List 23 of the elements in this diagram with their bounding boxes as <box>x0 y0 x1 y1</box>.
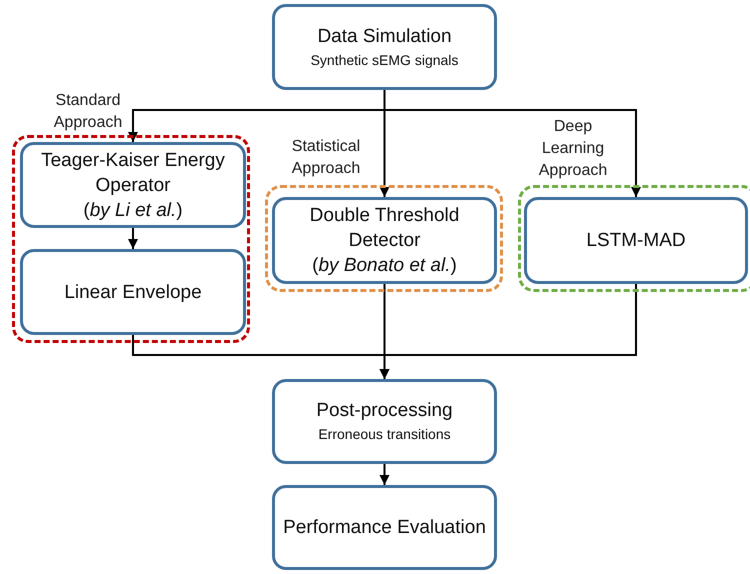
group-heading: Standard Approach <box>52 91 124 133</box>
connector-arrow <box>384 90 641 197</box>
process-box <box>20 249 246 335</box>
process-box <box>20 142 246 228</box>
box-subtitle: Synthetic sEMG signals <box>310 50 458 70</box>
box-title: Post-processing <box>316 399 453 423</box>
box-title: LSTM-MAD <box>586 229 686 253</box>
process-box <box>272 379 497 464</box>
box-subtitle: (by Bonato et al.) <box>312 254 457 278</box>
box-title: Data Simulation <box>317 24 452 48</box>
process-box <box>272 197 497 284</box>
connector-arrow <box>380 284 637 379</box>
box-subtitle: (by Li et al.) <box>83 198 183 222</box>
process-box <box>272 4 497 90</box>
group-heading: Deep Learning Approach <box>538 117 608 181</box>
box-subtitle: Erroneous transitions <box>318 425 451 444</box>
connector-arrow <box>380 464 390 485</box>
box-title: Performance Evaluation <box>283 516 486 540</box>
connector-arrow <box>128 228 138 249</box>
process-box <box>272 485 497 570</box>
box-title: Linear Envelope <box>64 280 202 304</box>
process-box <box>524 197 748 284</box>
group-heading: Statistical Approach <box>290 137 362 179</box>
